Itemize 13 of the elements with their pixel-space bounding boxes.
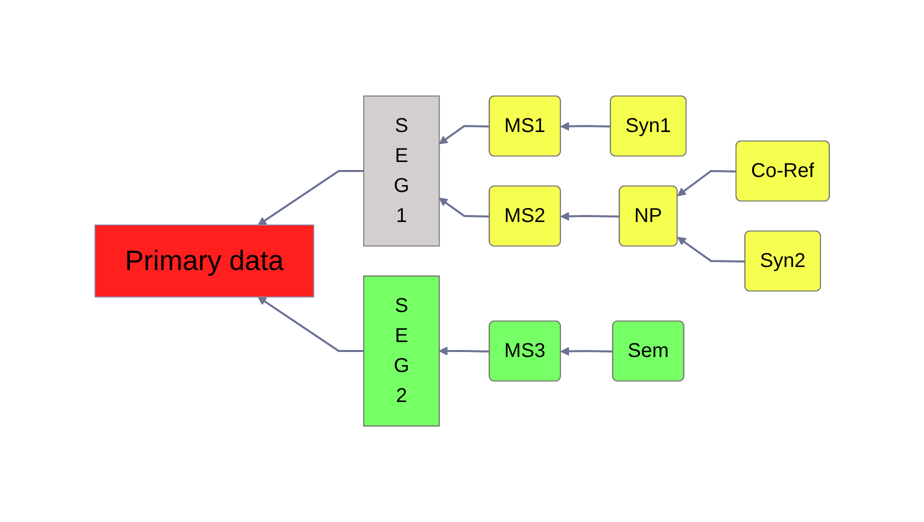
arrow <box>438 346 490 356</box>
arrow <box>438 125 490 144</box>
arrow <box>677 236 746 262</box>
arrow <box>677 170 736 196</box>
arrow <box>560 122 611 131</box>
node-box: S E G 2 <box>363 276 440 426</box>
arrow <box>560 346 613 356</box>
node-box: S E G 1 <box>363 96 440 246</box>
arrow <box>258 296 364 352</box>
arrow <box>258 170 364 226</box>
node-box: Primary data <box>94 224 314 298</box>
arrow <box>438 198 490 218</box>
arrow <box>560 212 620 221</box>
